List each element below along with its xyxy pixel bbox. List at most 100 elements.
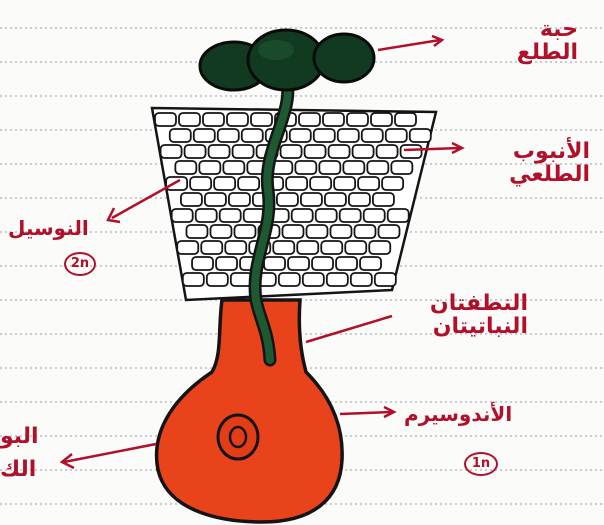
- tissue-cell: [310, 177, 331, 190]
- tissue-cell: [192, 257, 213, 270]
- tissue-cell: [388, 209, 409, 222]
- tissue-cell: [382, 177, 403, 190]
- tissue-cell: [364, 209, 385, 222]
- tissue-cell: [210, 225, 231, 238]
- tissue-cell: [161, 145, 182, 158]
- tissue-cell: [306, 225, 327, 238]
- tissue-cell: [329, 145, 350, 158]
- tissue-cell: [282, 225, 303, 238]
- tissue-cell: [166, 177, 187, 190]
- tissue-cell: [353, 145, 374, 158]
- tissue-cell: [288, 257, 309, 270]
- tissue-cell: [360, 257, 381, 270]
- label-nucellus: النوسيل: [8, 218, 89, 239]
- tissue-cell: [312, 257, 333, 270]
- tissue-cell: [367, 161, 388, 174]
- tissue-cell: [290, 129, 311, 142]
- label-pollen-tube: الأنبوب الطلعي: [470, 140, 590, 186]
- tissue-cell: [214, 177, 235, 190]
- label-endosperm: الأندوسيرم: [404, 404, 512, 425]
- tissue-cell: [345, 241, 366, 254]
- tissue-cell: [323, 113, 344, 126]
- tissue-cell: [338, 129, 359, 142]
- tissue-cell: [297, 241, 318, 254]
- tissue-cell: [227, 113, 248, 126]
- tissue-cell: [205, 193, 226, 206]
- tissue-cell: [286, 177, 307, 190]
- tissue-cell: [349, 193, 370, 206]
- tissue-cell: [314, 129, 335, 142]
- tissue-cell: [194, 129, 215, 142]
- tissue-cell: [319, 161, 340, 174]
- label-embryo-sac: البو الك: [0, 420, 60, 486]
- tissue-cell: [371, 113, 392, 126]
- tissue-cell: [292, 209, 313, 222]
- tissue-cell: [321, 241, 342, 254]
- pollen-grain: [200, 30, 374, 90]
- tissue-cell: [295, 161, 316, 174]
- tissue-cell: [395, 113, 416, 126]
- tissue-cell: [218, 129, 239, 142]
- tissue-cell: [377, 145, 398, 158]
- tissue-cell: [299, 113, 320, 126]
- tissue-cell: [340, 209, 361, 222]
- tissue-cell: [225, 241, 246, 254]
- tissue-cell: [358, 177, 379, 190]
- tissue-cell: [354, 225, 375, 238]
- tissue-cell: [201, 241, 222, 254]
- tissue-cell: [179, 113, 200, 126]
- tissue-cell: [220, 209, 241, 222]
- endosperm-ploidy: 1n: [464, 452, 498, 476]
- tissue-cell: [175, 161, 196, 174]
- tissue-cell: [183, 273, 204, 286]
- tissue-cell: [216, 257, 237, 270]
- arrow-male-nuclei: [306, 316, 392, 342]
- tissue-cell: [185, 145, 206, 158]
- tissue-cell: [362, 129, 383, 142]
- arrow-endosperm: [340, 412, 392, 414]
- tissue-cell: [334, 177, 355, 190]
- tissue-cell: [281, 145, 302, 158]
- nucellus-tissue: [152, 108, 436, 300]
- tissue-cell: [203, 113, 224, 126]
- tissue-cell: [301, 193, 322, 206]
- tissue-cell: [209, 145, 230, 158]
- tissue-cell: [410, 129, 431, 142]
- tissue-cell: [316, 209, 337, 222]
- tissue-cell: [196, 209, 217, 222]
- tissue-cell: [336, 257, 357, 270]
- tissue-cell: [155, 113, 176, 126]
- tissue-cell: [305, 145, 326, 158]
- tissue-cell: [172, 209, 193, 222]
- tissue-cell: [369, 241, 390, 254]
- tissue-cell: [343, 161, 364, 174]
- tissue-cell: [391, 161, 412, 174]
- embryo-sac: [157, 300, 343, 522]
- tissue-cell: [177, 241, 198, 254]
- tissue-cell: [386, 129, 407, 142]
- tissue-cell: [401, 145, 422, 158]
- tissue-cell: [327, 273, 348, 286]
- tissue-cell: [351, 273, 372, 286]
- tissue-cell: [264, 257, 285, 270]
- tissue-cell: [378, 225, 399, 238]
- tissue-cell: [190, 177, 211, 190]
- tissue-cell: [277, 193, 298, 206]
- tissue-cell: [233, 145, 254, 158]
- nucellus-ploidy: 2n: [64, 252, 96, 276]
- tissue-cell: [273, 241, 294, 254]
- tissue-cell: [330, 225, 351, 238]
- tissue-cell: [223, 161, 244, 174]
- arrow-pollen-grain: [378, 40, 440, 50]
- tissue-cell: [242, 129, 263, 142]
- tissue-cell: [347, 113, 368, 126]
- tissue-cell: [279, 273, 300, 286]
- tissue-cell: [234, 225, 255, 238]
- label-male-nuclei: النطفتان النباتيتان: [398, 292, 528, 338]
- tissue-cell: [238, 177, 259, 190]
- tissue-cell: [373, 193, 394, 206]
- tissue-cell: [199, 161, 220, 174]
- tissue-cell: [181, 193, 202, 206]
- tissue-cell: [229, 193, 250, 206]
